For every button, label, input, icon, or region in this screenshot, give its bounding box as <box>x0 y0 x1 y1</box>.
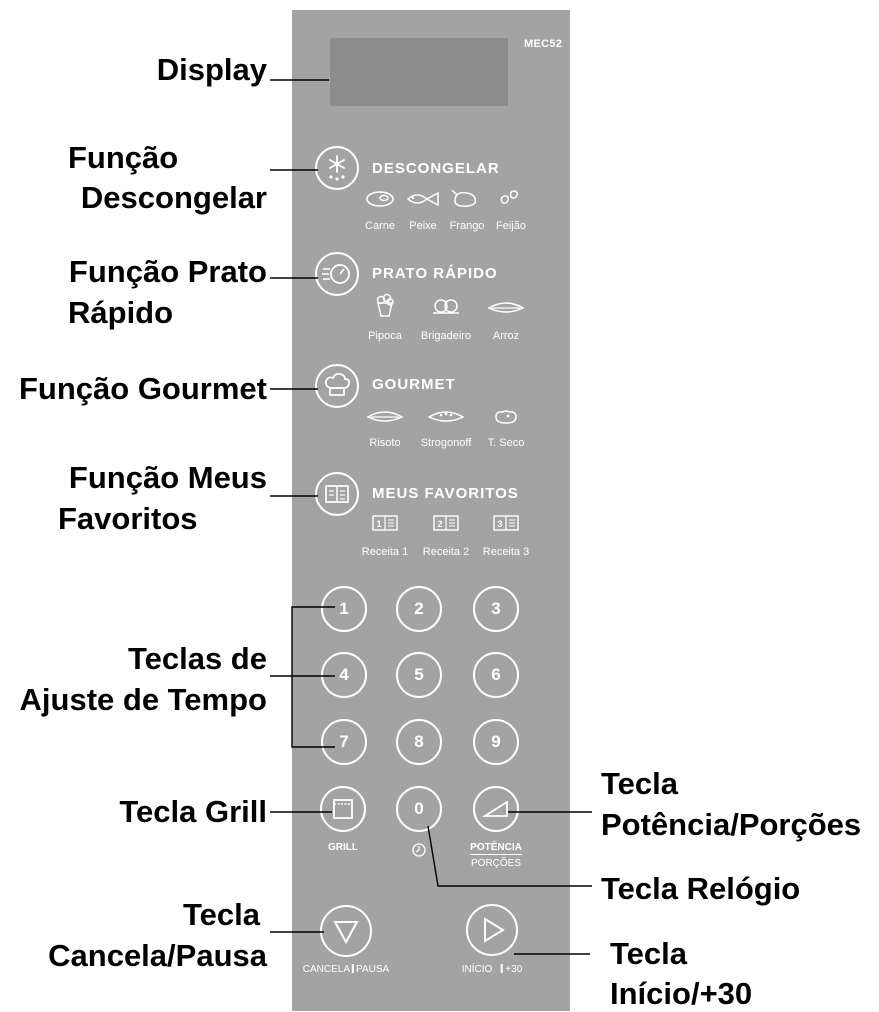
dried-tomato-icon <box>495 410 517 424</box>
key-8[interactable]: 8 <box>396 719 442 765</box>
callout-ajuste-tempo-1: Teclas de <box>127 641 267 676</box>
descongelar-item-carne: Carne <box>365 220 395 232</box>
grill-icon <box>333 799 353 819</box>
callout-display: Display <box>156 52 267 87</box>
brigadeiro-icon <box>433 299 459 314</box>
callout-gourmet: Função Gourmet <box>18 371 267 406</box>
recipe-3-icon: 3 <box>493 515 519 531</box>
favoritos-item-receita-3: Receita 3 <box>482 546 530 558</box>
meat-icon <box>366 191 394 207</box>
callout-grill: Tecla Grill <box>119 794 267 829</box>
separator-bar-2 <box>500 964 503 973</box>
cancela-pausa-button[interactable] <box>320 905 372 957</box>
callout-potencia-2: Potência/Porções <box>601 807 862 842</box>
chef-hat-icon <box>324 372 351 396</box>
display-screen <box>330 38 508 106</box>
descongelar-button[interactable] <box>315 146 359 190</box>
recipe-2-badge: 2 <box>437 519 442 529</box>
key-7[interactable]: 7 <box>321 719 367 765</box>
grill-button[interactable] <box>320 786 366 832</box>
callout-descongelar-2: Descongelar <box>80 180 267 215</box>
grill-label: GRILL <box>328 842 358 853</box>
recipe-1-icon: 1 <box>372 515 398 531</box>
callout-descongelar-1: Função <box>68 140 179 175</box>
prato-rapido-title: PRATO RÁPIDO <box>372 265 498 282</box>
pausa-text: PAUSA <box>356 964 390 975</box>
callout-inicio-2: Início/+30 <box>610 976 753 1011</box>
prato-rapido-item-arroz: Arroz <box>492 330 520 342</box>
recipe-2-icon: 2 <box>433 515 459 531</box>
recipe-1-badge: 1 <box>376 519 381 529</box>
descongelar-title: DESCONGELAR <box>372 160 500 177</box>
porcoes-label: PORÇÕES <box>470 858 522 869</box>
separator-bar <box>352 964 355 973</box>
potencia-label: POTÊNCIA <box>470 842 522 855</box>
prato-rapido-item-brigadeiro: Brigadeiro <box>420 330 472 342</box>
callout-meus-favoritos-2: Favoritos <box>58 501 198 536</box>
callout-meus-favoritos-1: Função Meus <box>68 460 267 495</box>
gourmet-button[interactable] <box>315 364 359 408</box>
key-2[interactable]: 2 <box>396 586 442 632</box>
recipe-3-badge: 3 <box>497 519 502 529</box>
gourmet-item-strogonoff: Strogonoff <box>420 437 472 449</box>
risotto-dish-icon <box>366 411 404 422</box>
gourmet-title: GOURMET <box>372 376 456 393</box>
key-0[interactable]: 0 <box>396 786 442 832</box>
rice-dish-icon <box>487 302 525 313</box>
fast-plate-icon <box>322 264 350 284</box>
chicken-icon <box>451 189 477 207</box>
callout-inicio-1: Tecla <box>610 936 687 971</box>
inicio-text: INÍCIO <box>461 964 493 975</box>
power-level-icon <box>481 800 508 817</box>
meus-favoritos-button[interactable] <box>315 472 359 516</box>
inicio-button[interactable] <box>466 904 518 956</box>
key-3[interactable]: 3 <box>473 586 519 632</box>
callout-ajuste-tempo-2: Ajuste de Tempo <box>19 682 267 717</box>
callout-prato-rapido-2: Rápido <box>68 295 174 330</box>
play-icon <box>484 917 505 943</box>
key-6[interactable]: 6 <box>473 652 519 698</box>
fish-icon <box>406 191 439 207</box>
callout-prato-rapido-1: Função Prato <box>68 254 267 289</box>
cancela-pausa-label: CANCELA PAUSA <box>303 964 389 975</box>
callout-cancela-2: Cancela/Pausa <box>48 938 267 973</box>
favoritos-item-receita-1: Receita 1 <box>361 546 409 558</box>
popcorn-icon <box>376 293 394 317</box>
strogonoff-dish-icon <box>427 411 465 422</box>
recipe-book-icon <box>325 485 349 503</box>
key-1[interactable]: 1 <box>321 586 367 632</box>
cancela-text: CANCELA <box>302 964 351 975</box>
callout-relogio: Tecla Relógio <box>601 871 801 906</box>
prato-rapido-button[interactable] <box>315 252 359 296</box>
key-4[interactable]: 4 <box>321 652 367 698</box>
key-5[interactable]: 5 <box>396 652 442 698</box>
key-9[interactable]: 9 <box>473 719 519 765</box>
model-label: MEC52 <box>524 38 563 50</box>
gourmet-item-risoto: Risoto <box>369 437 401 449</box>
beans-icon <box>500 190 519 204</box>
clock-icon <box>412 843 426 857</box>
potencia-porcoes-button[interactable] <box>473 786 519 832</box>
stop-triangle-icon <box>333 921 359 945</box>
snowflake-thaw-icon <box>329 155 345 181</box>
plus30-text: +30 <box>505 964 523 975</box>
callout-cancela-1: Tecla <box>183 897 260 932</box>
favoritos-item-receita-2: Receita 2 <box>422 546 470 558</box>
descongelar-item-frango: Frango <box>449 220 485 232</box>
callout-potencia-1: Tecla <box>601 766 678 801</box>
descongelar-item-peixe: Peixe <box>409 220 437 232</box>
gourmet-item-t-seco: T. Seco <box>487 437 525 449</box>
descongelar-item-feijao: Feijão <box>496 220 526 232</box>
prato-rapido-item-pipoca: Pipoca <box>368 330 402 342</box>
meus-favoritos-title: MEUS FAVORITOS <box>372 485 519 502</box>
inicio-plus30-label: INÍCIO +30 <box>461 964 523 975</box>
